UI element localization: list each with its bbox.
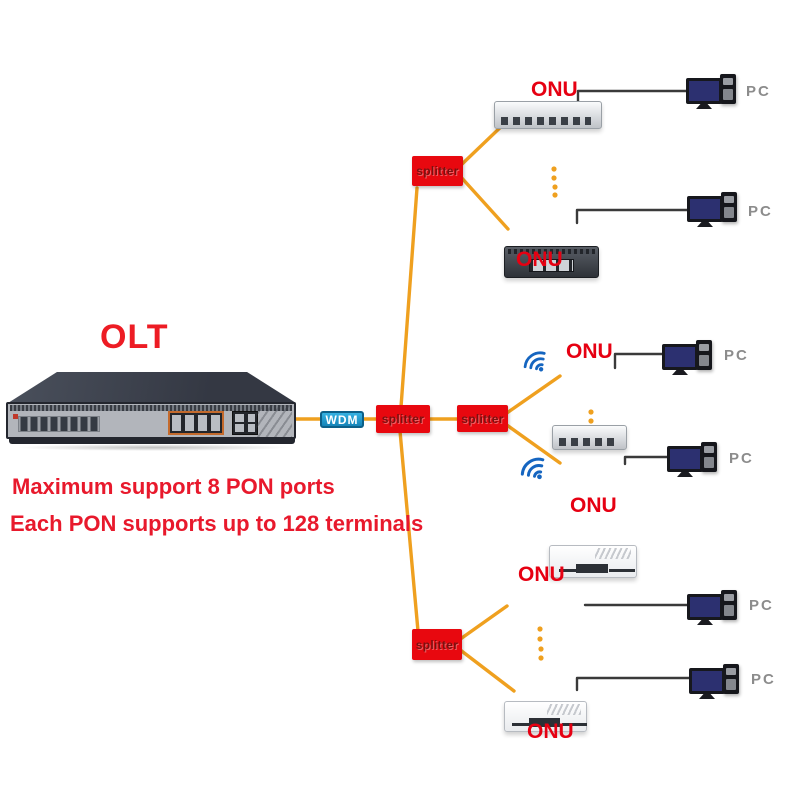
fiber-top-splitter-to-onu1 — [458, 120, 508, 168]
ethernet-onu3-to-pc3 — [613, 352, 667, 370]
olt-top-panel — [8, 372, 296, 403]
pc-stand-icon — [696, 104, 712, 109]
onu4-label: ONU — [570, 494, 617, 517]
onu4-device — [549, 545, 637, 578]
onu2-label: ONU — [516, 248, 563, 271]
splitter-box-middle-left: splitter — [376, 405, 430, 433]
onu3-label: ONU — [566, 340, 613, 363]
olt-uplink-ports — [232, 411, 258, 435]
pc5-label: PC — [749, 597, 774, 614]
pc-stand-icon — [697, 620, 713, 625]
onu5-device — [504, 701, 587, 732]
pc4-label: PC — [729, 450, 754, 467]
pc3-label: PC — [724, 347, 749, 364]
onu6-label: ONU — [527, 720, 574, 743]
pc2-icon — [687, 192, 739, 236]
pc2-label: PC — [748, 203, 773, 220]
pc1-label: PC — [746, 83, 771, 100]
onu5-label: ONU — [518, 563, 565, 586]
olt-shadow — [16, 444, 291, 451]
pc-stand-icon — [699, 694, 715, 699]
splitter-box-top: splitter — [412, 156, 463, 186]
pc6-icon — [689, 664, 741, 708]
pc-tower-icon — [720, 74, 736, 104]
fiber-bottom-splitter-to-onu6 — [457, 647, 516, 693]
olt-title: OLT — [100, 318, 169, 356]
pc-monitor-icon — [687, 594, 723, 620]
ethernet-onu1-to-pc1 — [576, 89, 690, 106]
pc-tower-icon — [696, 340, 712, 370]
olt-device — [6, 372, 298, 452]
pc-monitor-icon — [689, 668, 725, 694]
onu1-device — [494, 101, 602, 129]
caption-terminals: Each PON supports up to 128 terminals — [10, 511, 424, 536]
olt-brand-mark — [13, 414, 18, 419]
pc-tower-icon — [723, 664, 739, 694]
splitter-box-bottom: splitter — [412, 629, 462, 660]
pc-stand-icon — [677, 472, 693, 477]
onu3-device — [552, 425, 627, 450]
pc-monitor-icon — [686, 78, 722, 104]
ethernet-onu2-to-pc2 — [575, 208, 691, 225]
fiber-top-splitter-to-onu2 — [458, 174, 510, 231]
olt-base — [9, 437, 295, 444]
ethernet-onu6-to-pc6 — [575, 676, 694, 692]
olt-vent-strip — [10, 405, 292, 411]
caption-pon-ports: Maximum support 8 PON ports — [12, 474, 335, 499]
olt-front-panel — [6, 402, 296, 439]
pc6-label: PC — [751, 671, 776, 688]
onu1-label: ONU — [531, 78, 578, 101]
pc1-icon — [686, 74, 738, 118]
pc-monitor-icon — [662, 344, 698, 370]
fiber-splitter-to-top-splitter — [399, 186, 419, 409]
splitter-box-middle-right: splitter — [457, 405, 508, 432]
fiber-right-splitter-to-onu4 — [502, 421, 562, 465]
onu2-device — [504, 246, 599, 278]
wifi-icon — [518, 344, 555, 380]
olt-pon-ports — [168, 411, 224, 435]
pc-stand-icon — [697, 222, 713, 227]
fiber-bottom-splitter-to-onu5 — [457, 604, 509, 642]
olt-side-wedge — [256, 405, 292, 438]
ellipsis-dots-bottom — [537, 626, 544, 661]
pc-tower-icon — [701, 442, 717, 472]
pc-monitor-icon — [667, 446, 703, 472]
fiber-splitter-to-bottom-splitter — [398, 429, 420, 633]
ellipsis-dots-top — [551, 166, 558, 198]
pc-tower-icon — [721, 590, 737, 620]
fiber-right-splitter-to-onu3 — [502, 374, 562, 417]
pc-stand-icon — [672, 370, 688, 375]
pc-monitor-icon — [687, 196, 723, 222]
olt-sfp-ports — [18, 416, 100, 432]
pc4-icon — [667, 442, 719, 486]
pc3-icon — [662, 340, 714, 384]
pc5-icon — [687, 590, 739, 634]
wifi-icon — [514, 450, 553, 489]
ethernet-onu4-to-pc4 — [623, 455, 672, 466]
wdm-box: WDM — [320, 411, 364, 428]
pc-tower-icon — [721, 192, 737, 222]
